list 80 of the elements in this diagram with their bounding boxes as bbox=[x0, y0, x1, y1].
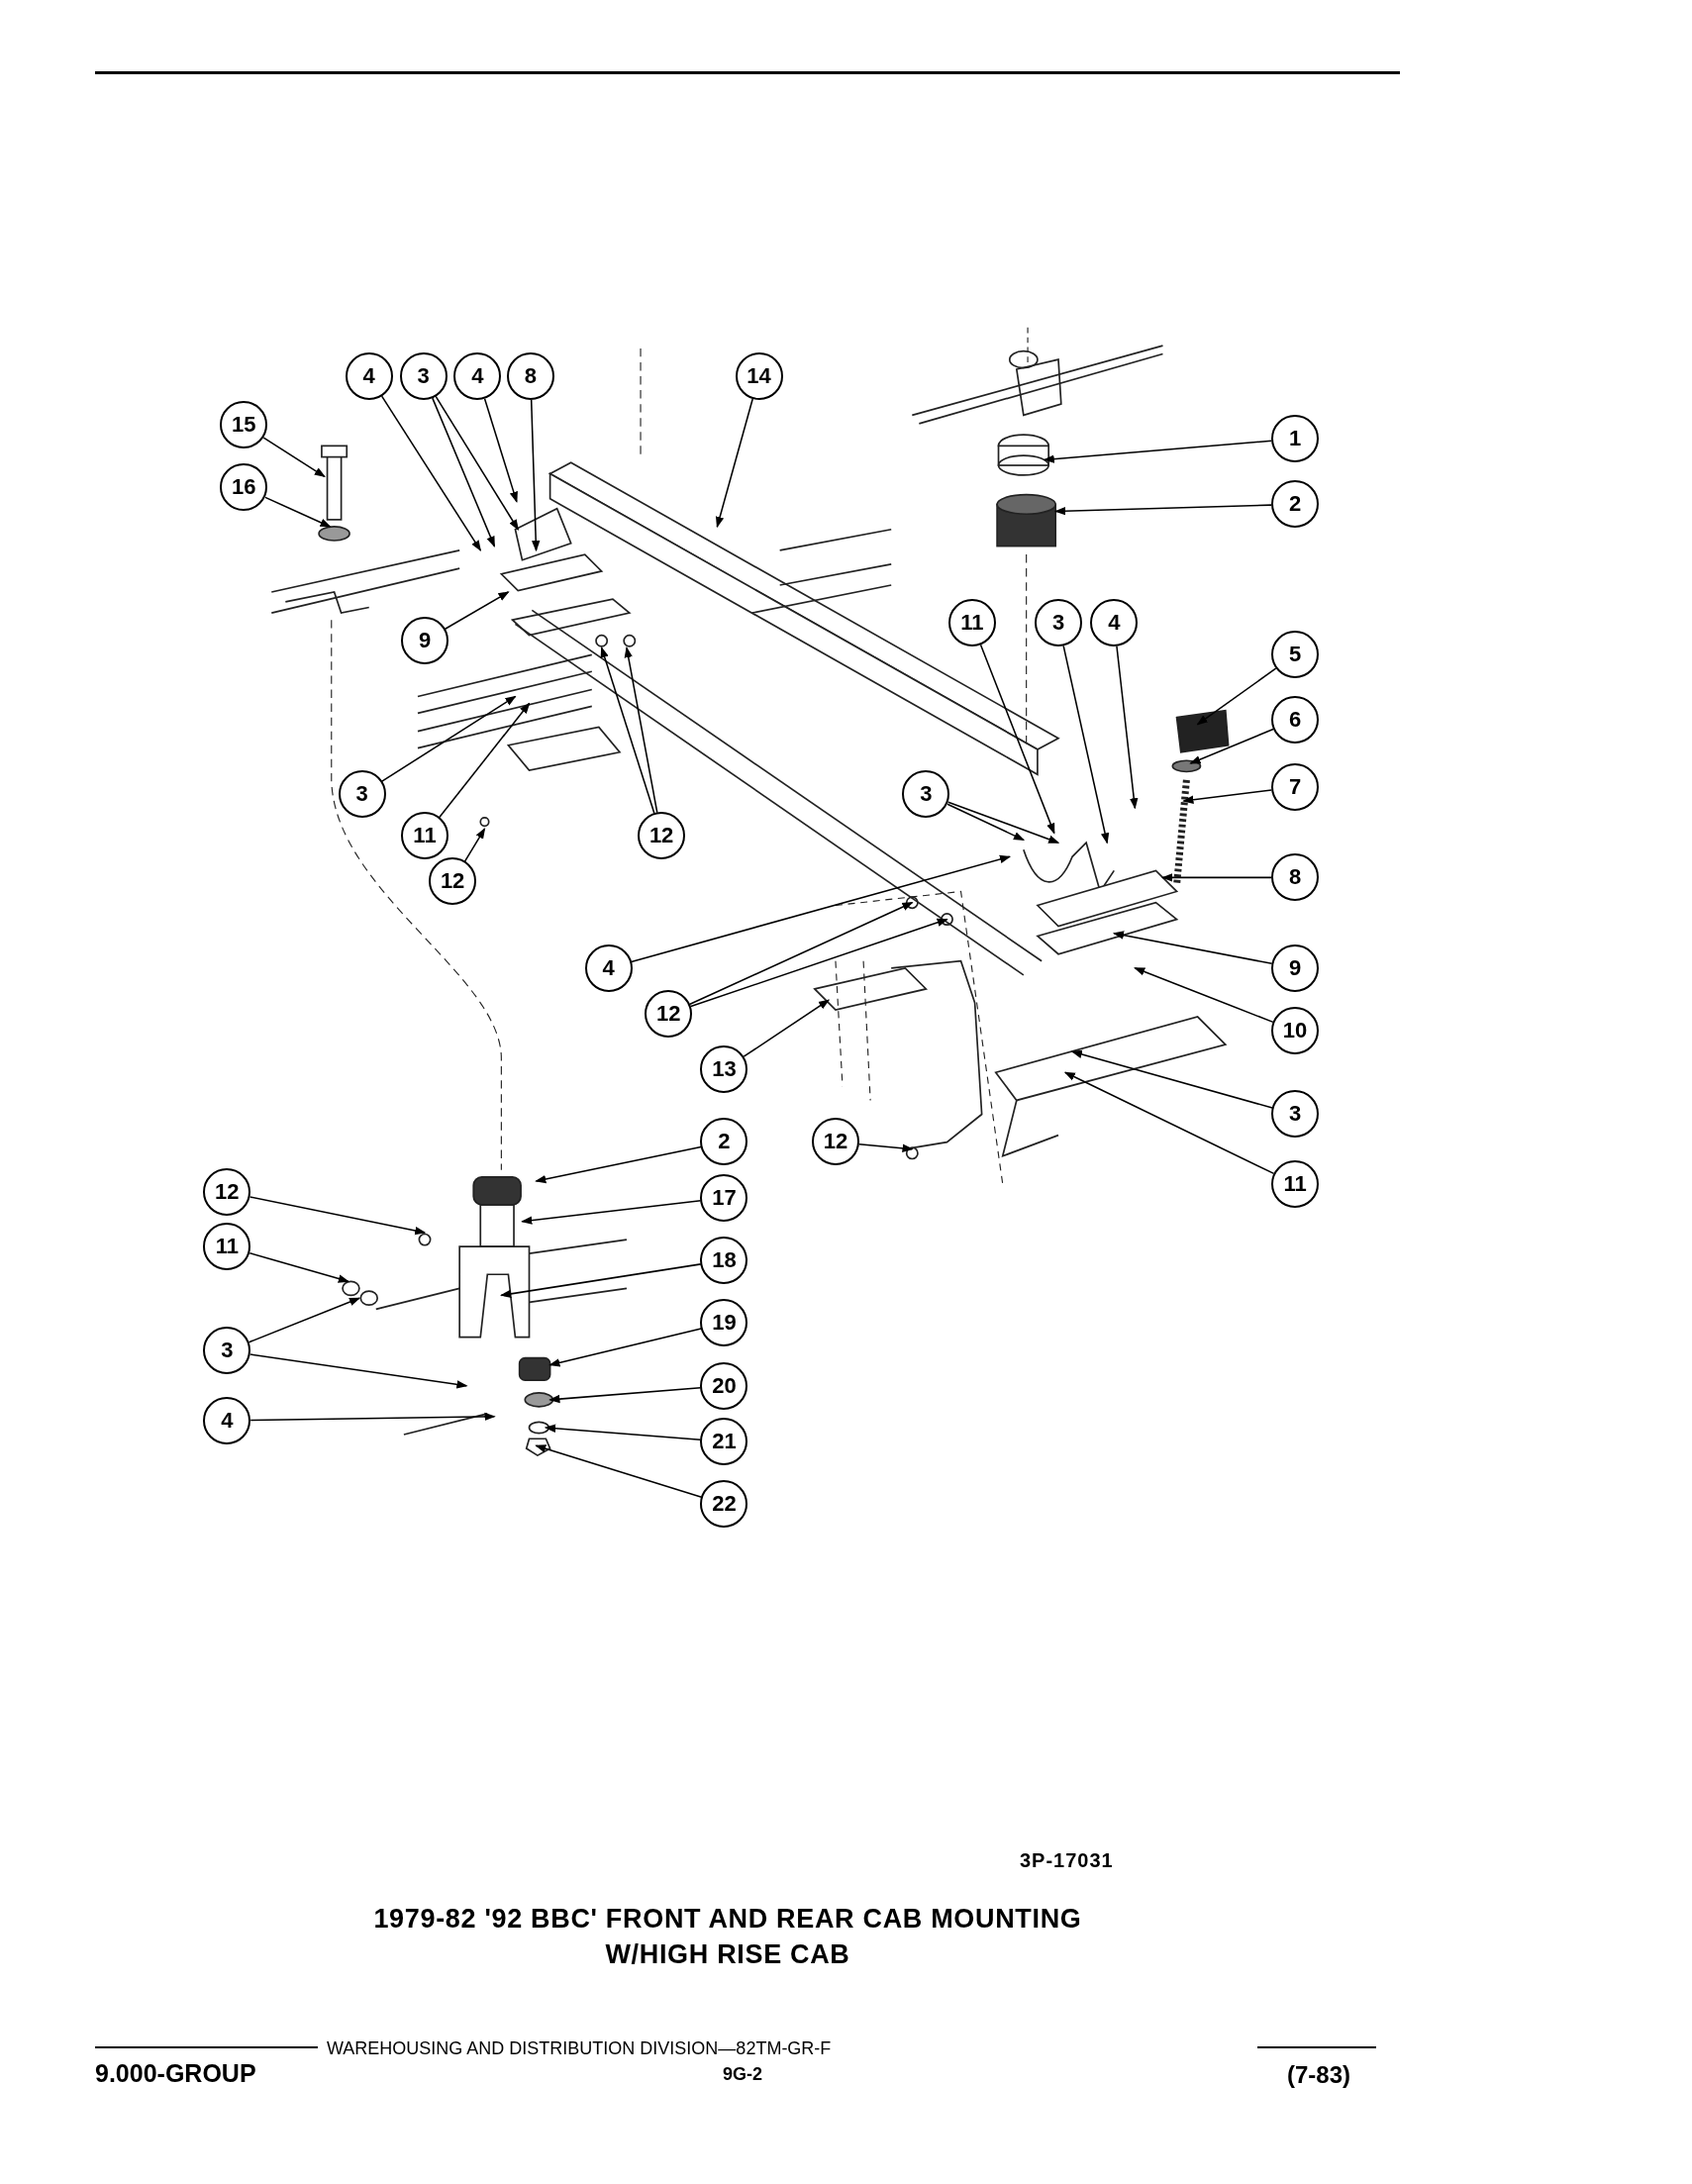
callout-number: 1 bbox=[1271, 415, 1320, 463]
leader-line bbox=[530, 399, 541, 552]
callout-number: 3 bbox=[399, 351, 448, 400]
revision-date: (7-83) bbox=[1287, 2060, 1351, 2090]
leader-line bbox=[548, 1328, 702, 1367]
callout-number: 3 bbox=[203, 1327, 251, 1375]
callout-number: 11 bbox=[947, 598, 996, 646]
callout-number: 16 bbox=[220, 463, 268, 512]
leader-line bbox=[432, 397, 496, 547]
callout-number: 21 bbox=[700, 1417, 748, 1465]
callout-number: 9 bbox=[1271, 943, 1320, 992]
callout-number: 12 bbox=[638, 811, 686, 859]
leader-line bbox=[743, 999, 831, 1057]
callout-number: 10 bbox=[1271, 1006, 1320, 1054]
leader-line bbox=[521, 1199, 702, 1225]
callout-number: 17 bbox=[700, 1173, 748, 1222]
leader-line bbox=[1053, 504, 1272, 516]
callout-number: 6 bbox=[1271, 696, 1320, 745]
leader-line bbox=[1196, 667, 1277, 726]
callout-number: 5 bbox=[1271, 631, 1320, 679]
leader-line bbox=[381, 695, 517, 782]
callout-number: 11 bbox=[401, 811, 448, 859]
leader-line bbox=[463, 827, 486, 862]
leader-line bbox=[1112, 931, 1273, 965]
callout-number: 11 bbox=[1271, 1159, 1320, 1208]
leader-line bbox=[858, 1143, 914, 1152]
leader-line bbox=[483, 398, 518, 503]
footer-text: WAREHOUSING AND DISTRIBUTION DIVISION—82TM-GR-F bbox=[327, 2037, 832, 2060]
leader-line bbox=[500, 1263, 702, 1298]
leader-line bbox=[689, 901, 914, 1006]
callout-number: 4 bbox=[203, 1396, 251, 1444]
callout-number: 4 bbox=[453, 351, 502, 400]
callout-number: 20 bbox=[700, 1361, 748, 1410]
callout-number: 3 bbox=[338, 769, 386, 818]
leader-line bbox=[535, 1145, 702, 1184]
leader-line bbox=[715, 398, 753, 529]
leader-line bbox=[1043, 440, 1273, 463]
leader-line bbox=[548, 1386, 702, 1404]
leader-line bbox=[1062, 645, 1110, 844]
leader-line bbox=[249, 1353, 468, 1389]
leader-line bbox=[946, 803, 1026, 842]
leader-line bbox=[262, 437, 326, 478]
callout-number: 3 bbox=[902, 769, 950, 818]
leader-line bbox=[1116, 645, 1139, 810]
callout-number: 12 bbox=[203, 1168, 251, 1217]
callout-number: 15 bbox=[220, 401, 268, 448]
leader-line bbox=[249, 1412, 496, 1422]
callout-number: 12 bbox=[645, 990, 693, 1038]
leader-line bbox=[264, 496, 332, 528]
drawing-number: 3P-17031 bbox=[1020, 1848, 1114, 1873]
callout-number: 8 bbox=[506, 351, 554, 400]
callout-number: 7 bbox=[1271, 762, 1320, 811]
callout-number: 3 bbox=[1271, 1090, 1320, 1139]
callout-number: 12 bbox=[811, 1118, 859, 1166]
leader-line bbox=[1182, 789, 1273, 804]
callout-number: 14 bbox=[735, 351, 783, 400]
callout-number: 18 bbox=[700, 1236, 748, 1284]
leader-line bbox=[545, 1424, 702, 1440]
leader-line bbox=[439, 702, 531, 819]
callout-number: 4 bbox=[584, 943, 633, 992]
figure-title: 1979-82 '92 BBC' FRONT AND REAR CAB MOUNTING W/HIGH RISE CAB bbox=[372, 1903, 1083, 1971]
leader-line bbox=[1161, 873, 1272, 882]
callout-number: 12 bbox=[429, 857, 477, 906]
callout-number: 4 bbox=[345, 351, 393, 400]
callout-number: 11 bbox=[203, 1222, 251, 1270]
callout-number: 4 bbox=[1090, 598, 1139, 646]
leader-line bbox=[444, 591, 510, 630]
callout-number: 19 bbox=[700, 1299, 748, 1347]
leader-line bbox=[624, 645, 658, 814]
page-number: 9G-2 bbox=[723, 2063, 763, 2086]
leader-line bbox=[1070, 1049, 1273, 1109]
callout-number: 22 bbox=[700, 1480, 748, 1529]
group-number: 9.000-GROUP bbox=[95, 2058, 256, 2089]
callout-number: 13 bbox=[700, 1045, 748, 1094]
callout-number: 2 bbox=[1271, 480, 1320, 529]
callout-number: 3 bbox=[1035, 598, 1082, 646]
callout-number: 9 bbox=[401, 617, 448, 664]
callout-number: 2 bbox=[700, 1118, 748, 1166]
callout-number: 8 bbox=[1271, 853, 1320, 902]
leader-line bbox=[979, 644, 1055, 835]
